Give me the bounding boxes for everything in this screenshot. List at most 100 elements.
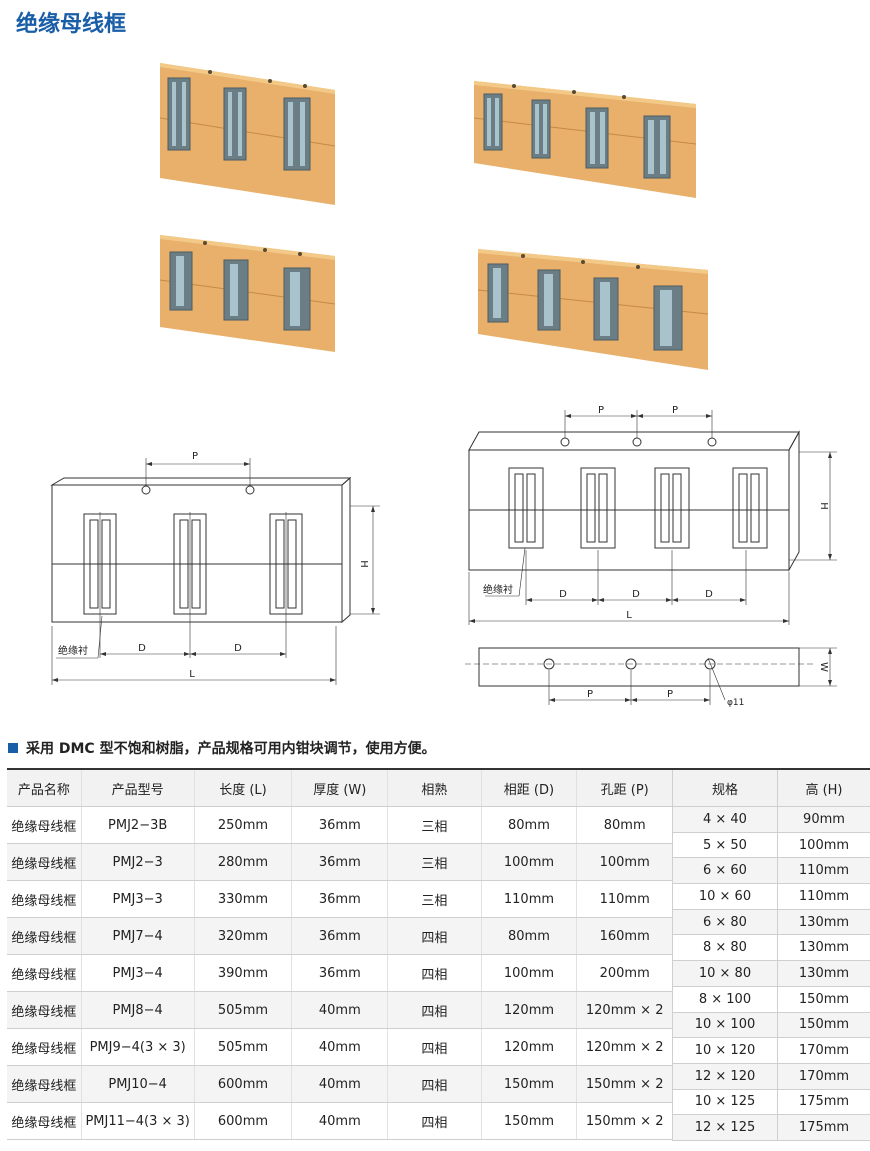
cell-hole-pitch: 110mm [576,880,672,918]
cell-size: 6 × 60 [672,857,778,885]
cell-hole-pitch: 150mm × 2 [576,1102,672,1140]
page-title: 绝缘母线框 [16,12,127,37]
cell-length: 505mm [193,1028,292,1066]
cell-size: 8 × 80 [672,934,778,962]
liner-label: 绝缘衬 [483,583,513,596]
table-row: 绝缘母线框 PMJ7−4 320mm 36mm 四相 80mm 160mm [7,917,672,955]
cell-phase: 四相 [387,991,482,1029]
cell-phase: 四相 [387,917,482,955]
cell-model: PMJ7−4 [80,917,195,955]
cell-name: 绝缘母线框 [7,1028,82,1066]
cell-length: 600mm [193,1065,292,1103]
dim-bp2: P [667,689,673,700]
cell-phase: 四相 [387,954,482,992]
dim-hole: φ11 [727,698,744,708]
cell-size: 6 × 80 [672,909,778,936]
col-header-hole-pitch: 孔距 (P) [576,768,672,807]
cell-thickness: 36mm [291,806,388,844]
cell-thickness: 40mm [291,1102,388,1140]
spec-table: 产品名称 产品型号 长度 (L) 厚度 (W) 相熟 相距 (D) 孔距 (P)… [7,768,870,1141]
drawing-4phase: P P H D D D L 绝缘衬 W P P φ11 [465,405,837,708]
dim-d3: D [705,589,713,600]
cell-height: 150mm [776,1012,870,1039]
cell-height: 150mm [776,986,870,1013]
product-photo-3phase-b [160,235,335,352]
cell-height: 130mm [776,960,870,987]
cell-model: PMJ11−4(3 × 3) [80,1102,195,1140]
cell-hole-pitch: 160mm [576,917,672,955]
cell-thickness: 36mm [291,843,388,881]
cell-size: 10 × 80 [672,960,778,987]
cell-phase: 三相 [387,880,482,918]
bullet-square-icon [8,743,18,753]
cell-height: 110mm [776,883,870,910]
cell-name: 绝缘母线框 [7,991,82,1029]
dim-l: L [189,669,195,680]
dim-d2: D [632,589,640,600]
col-header-name: 产品名称 [7,768,82,807]
cell-size: 5 × 50 [672,832,778,859]
table-row: 绝缘母线框 PMJ3−3 330mm 36mm 三相 110mm 110mm [7,880,672,918]
cell-name: 绝缘母线框 [7,917,82,955]
cell-phase: 四相 [387,1028,482,1066]
dim-bp1: P [587,689,593,700]
cell-hole-pitch: 100mm [576,843,672,881]
cell-height: 110mm [776,857,870,885]
cell-phase: 三相 [387,806,482,844]
cell-thickness: 40mm [291,1028,388,1066]
cell-hole-pitch: 120mm × 2 [576,1028,672,1066]
table-row: 绝缘母线框 PMJ11−4(3 × 3) 600mm 40mm 四相 150mm… [7,1102,672,1140]
cell-height: 170mm [776,1037,870,1064]
dim-w: W [818,662,829,672]
product-note-text: 采用 DMC 型不饱和树脂，产品规格可用内钳块调节，使用方便。 [26,741,436,757]
cell-thickness: 36mm [291,880,388,918]
dim-p: P [192,451,198,462]
cell-spacing: 120mm [480,1028,577,1066]
col-header-length: 长度 (L) [193,768,292,807]
cell-size: 8 × 100 [672,986,778,1013]
cell-height: 175mm [776,1089,870,1116]
table-row: 绝缘母线框 PMJ8−4 505mm 40mm 四相 120mm 120mm ×… [7,991,672,1029]
cell-height: 175mm [776,1114,870,1141]
product-note: 采用 DMC 型不饱和树脂，产品规格可用内钳块调节，使用方便。 [8,738,436,758]
cell-thickness: 36mm [291,954,388,992]
cell-model: PMJ9−4(3 × 3) [80,1028,195,1066]
cell-thickness: 40mm [291,1065,388,1103]
cell-name: 绝缘母线框 [7,806,82,844]
dim-d1: D [559,589,567,600]
cell-size: 10 × 100 [672,1012,778,1039]
table-row: 绝缘母线框 PMJ9−4(3 × 3) 505mm 40mm 四相 120mm … [7,1028,672,1066]
dim-l: L [626,610,632,621]
cell-size: 4 × 40 [672,806,778,833]
cell-length: 390mm [193,954,292,992]
cell-model: PMJ10−4 [80,1065,195,1103]
cell-model: PMJ3−3 [80,880,195,918]
dim-p1: P [598,405,604,416]
col-header-spacing: 相距 (D) [480,768,577,807]
cell-name: 绝缘母线框 [7,954,82,992]
cell-name: 绝缘母线框 [7,880,82,918]
cell-height: 90mm [776,806,870,833]
table-row: 绝缘母线框 PMJ10−4 600mm 40mm 四相 150mm 150mm … [7,1065,672,1103]
cell-length: 600mm [193,1102,292,1140]
col-header-phase: 相熟 [387,768,482,807]
cell-size: 10 × 125 [672,1089,778,1116]
cell-model: PMJ3−4 [80,954,195,992]
cell-length: 250mm [193,806,292,844]
cell-model: PMJ8−4 [80,991,195,1029]
cell-name: 绝缘母线框 [7,843,82,881]
cell-hole-pitch: 200mm [576,954,672,992]
cell-length: 280mm [193,843,292,881]
cell-height: 100mm [776,832,870,859]
col-header-model: 产品型号 [80,768,195,807]
cell-hole-pitch: 150mm × 2 [576,1065,672,1103]
product-table: 产品名称 产品型号 长度 (L) 厚度 (W) 相熟 相距 (D) 孔距 (P)… [7,768,672,1140]
cell-thickness: 36mm [291,917,388,955]
cell-spacing: 100mm [480,843,577,881]
